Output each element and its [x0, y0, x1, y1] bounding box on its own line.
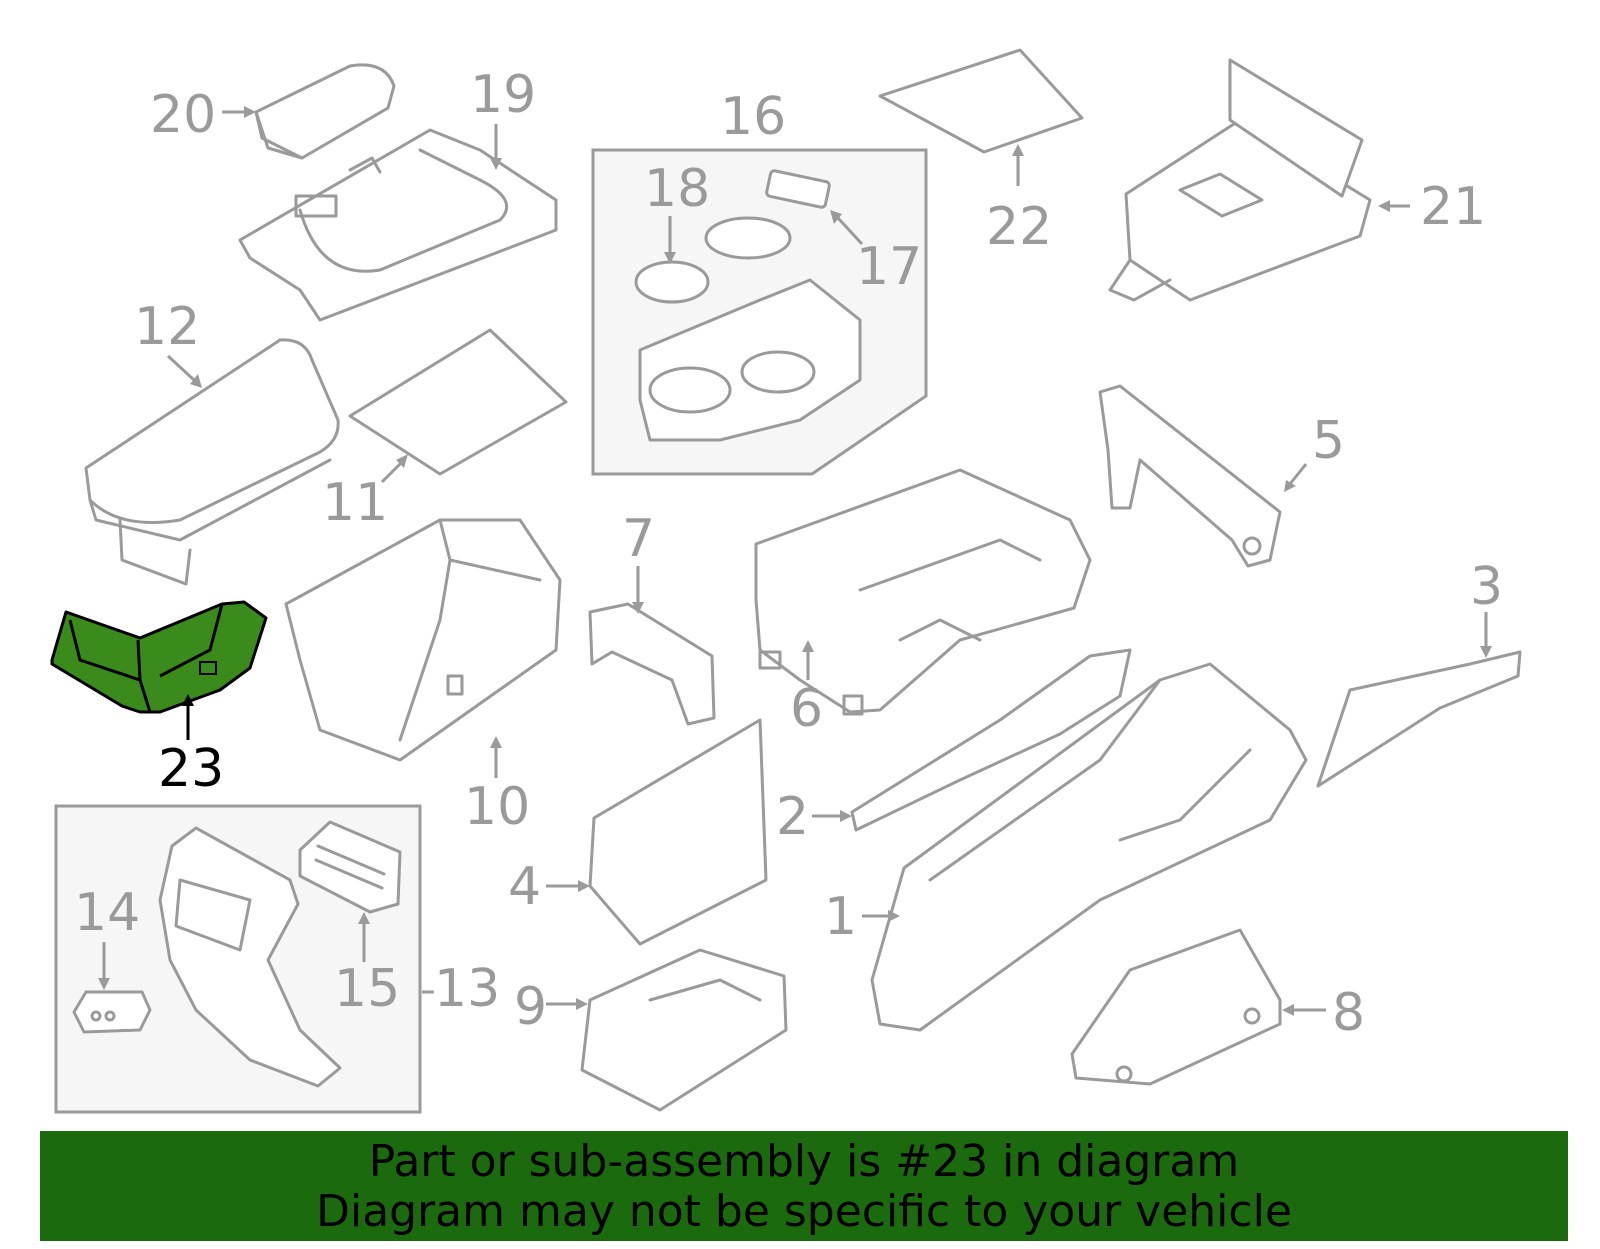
part-22[interactable]: [878, 48, 1084, 154]
part-11[interactable]: [348, 328, 568, 476]
part-18[interactable]: [634, 260, 710, 304]
part-10[interactable]: [284, 518, 562, 762]
part-8[interactable]: [1070, 928, 1282, 1086]
callout-10: 10: [464, 777, 530, 837]
callout-15: 15: [334, 959, 400, 1019]
callout-13: 13: [434, 959, 500, 1019]
callout-12: 12: [134, 297, 200, 357]
part-23-highlighted[interactable]: [50, 600, 268, 714]
callout-8: 8: [1332, 983, 1365, 1043]
callout-6: 6: [790, 679, 823, 739]
callout-18: 18: [644, 159, 710, 219]
callout-16: 16: [720, 87, 786, 147]
part-9[interactable]: [580, 948, 788, 1112]
part-4[interactable]: [588, 718, 768, 946]
part-12[interactable]: [84, 338, 340, 586]
footer-banner: Part or sub-assembly is #23 in diagram D…: [40, 1131, 1568, 1241]
callout-14: 14: [74, 883, 140, 943]
callout-23-highlighted: 23: [158, 739, 224, 799]
callout-1: 1: [824, 887, 857, 947]
callout-5: 5: [1312, 411, 1345, 471]
part-7[interactable]: [588, 602, 716, 726]
part-3[interactable]: [1316, 650, 1522, 788]
callout-2: 2: [776, 787, 809, 847]
callout-7: 7: [622, 509, 655, 569]
part-16-cupholder[interactable]: [638, 216, 862, 442]
footer-line-2: Diagram may not be specific to your vehi…: [316, 1186, 1292, 1237]
footer-line-1: Part or sub-assembly is #23 in diagram: [368, 1136, 1240, 1187]
callout-19: 19: [470, 65, 536, 125]
part-19[interactable]: [238, 128, 558, 322]
part-1[interactable]: [870, 662, 1308, 1032]
callout-4: 4: [508, 857, 541, 917]
part-20[interactable]: [254, 63, 396, 160]
part-2[interactable]: [850, 648, 1132, 832]
callout-20: 20: [150, 85, 216, 145]
part-17[interactable]: [765, 169, 831, 209]
part-5[interactable]: [1098, 384, 1282, 568]
part-6[interactable]: [754, 468, 1092, 716]
callout-21: 21: [1420, 177, 1486, 237]
callout-17: 17: [856, 237, 922, 297]
callout-22: 22: [986, 197, 1052, 257]
callout-11: 11: [322, 473, 388, 533]
callout-9: 9: [514, 977, 547, 1037]
part-15[interactable]: [298, 820, 402, 914]
callout-3: 3: [1470, 557, 1503, 617]
part-21[interactable]: [1108, 58, 1372, 302]
part-13-trim[interactable]: [158, 826, 342, 1088]
part-14[interactable]: [72, 990, 152, 1034]
